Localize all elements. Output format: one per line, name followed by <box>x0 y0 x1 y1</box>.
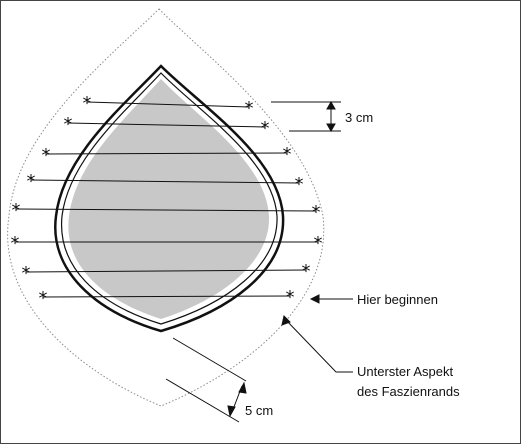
margin-tick-upper <box>173 338 246 381</box>
suture-line <box>43 296 290 297</box>
margin-tick-lower <box>166 379 239 422</box>
spacing-arrowhead-up <box>327 102 335 109</box>
anchor-marker: * <box>286 287 295 308</box>
anchor-marker: * <box>27 171 36 192</box>
margin-label: 5 cm <box>245 403 273 418</box>
gray-defect-area <box>68 79 269 319</box>
anchor-marker: * <box>22 263 31 284</box>
margin-arrowhead-up <box>239 383 246 393</box>
margin-indicator <box>166 338 246 422</box>
anchor-marker: * <box>64 114 73 135</box>
anchor-marker: * <box>261 118 270 139</box>
fascia-edge-label-line2: des Faszienrands <box>357 384 460 399</box>
anchor-marker: * <box>11 233 20 254</box>
anchor-marker: * <box>314 233 323 254</box>
anchor-marker: * <box>39 288 48 309</box>
anchor-marker: * <box>283 144 292 165</box>
anchor-marker: * <box>12 200 21 221</box>
fascia-edge-label-line1: Unterster Aspekt <box>357 364 453 379</box>
spacing-indicator <box>271 102 341 131</box>
anchor-marker: * <box>83 93 92 114</box>
spacing-label: 3 cm <box>345 110 373 125</box>
margin-arrowhead-down <box>228 406 235 416</box>
fascia-edge-leader <box>282 316 353 372</box>
start-here-label: Hier beginnen <box>357 292 438 307</box>
anchor-marker: * <box>42 145 51 166</box>
anchor-marker: * <box>245 98 254 119</box>
anchor-marker: * <box>295 174 304 195</box>
anchor-marker: * <box>302 261 311 282</box>
spacing-arrowhead-down <box>327 124 335 131</box>
anchor-marker: * <box>312 202 321 223</box>
start-here-arrow <box>311 295 353 303</box>
